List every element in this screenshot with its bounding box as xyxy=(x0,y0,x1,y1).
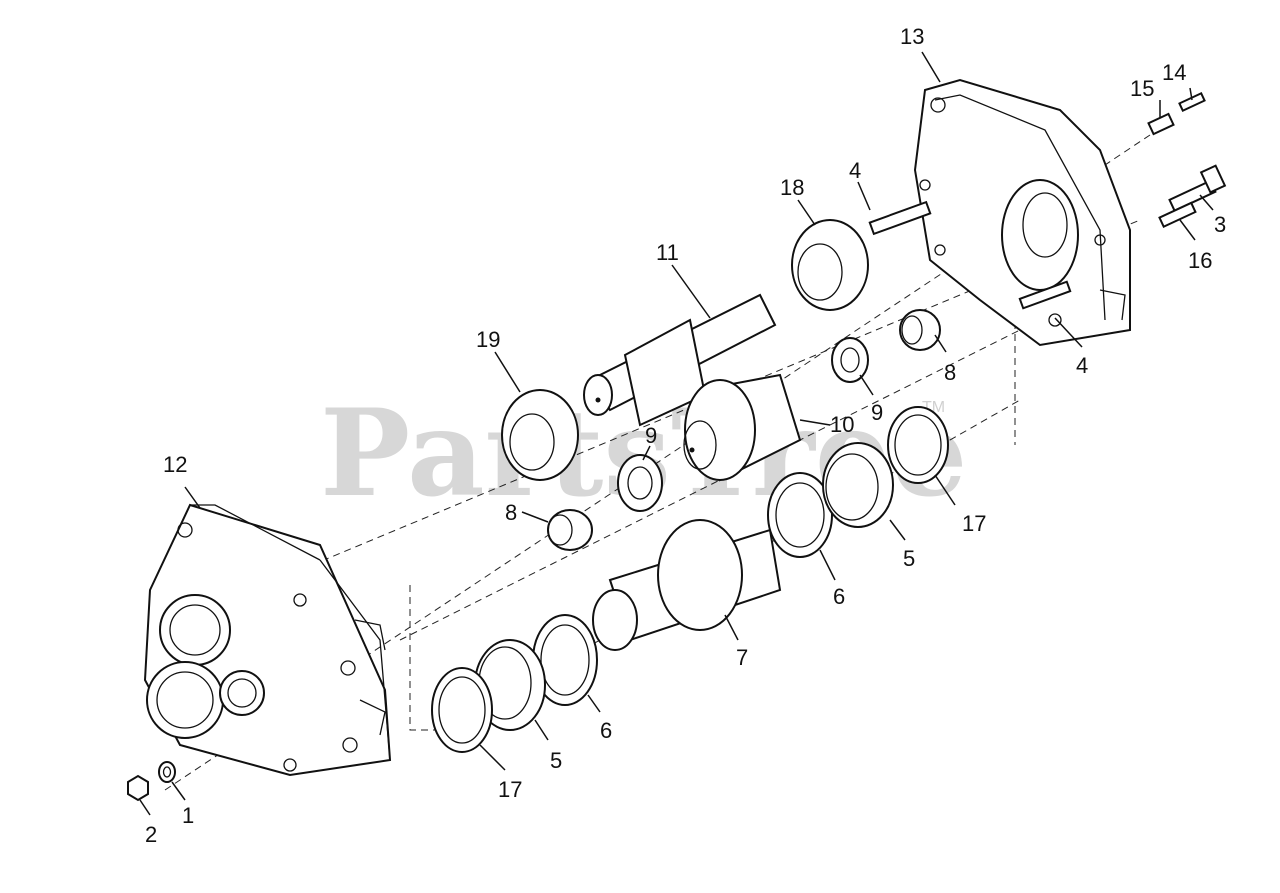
callout-15: 15 xyxy=(1130,76,1154,101)
callout-17-right: 17 xyxy=(962,511,986,536)
callout-17-left: 17 xyxy=(498,777,522,802)
callout-8-left: 8 xyxy=(505,500,517,525)
pin-4-upper xyxy=(868,200,932,236)
callout-11: 11 xyxy=(656,240,679,265)
callout-6-right: 6 xyxy=(833,584,845,609)
callouts: 1 2 3 4 4 5 5 6 6 7 8 8 9 9 10 11 12 13 … xyxy=(145,24,1226,847)
pin-14 xyxy=(1178,91,1206,113)
race-5-right xyxy=(822,442,894,528)
pin-4-lower xyxy=(1018,280,1072,310)
spacer-8-left xyxy=(547,509,593,551)
nut-2 xyxy=(127,774,149,802)
dowel-15 xyxy=(1147,112,1175,136)
seal-17-left xyxy=(431,667,493,753)
callout-5-right: 5 xyxy=(903,546,915,571)
cluster-gear-10 xyxy=(683,373,802,482)
washer-9-right xyxy=(831,337,869,383)
pin-16 xyxy=(1158,201,1197,229)
callout-9-left: 9 xyxy=(645,423,657,448)
spacer-8-right xyxy=(899,309,941,351)
callout-3: 3 xyxy=(1214,212,1226,237)
callout-14: 14 xyxy=(1162,60,1186,85)
main-gear-7 xyxy=(592,519,782,651)
callout-10: 10 xyxy=(830,412,854,437)
bearing-19 xyxy=(501,389,579,481)
callout-9-right: 9 xyxy=(871,400,883,425)
washer-1 xyxy=(158,761,176,783)
callout-13: 13 xyxy=(900,24,924,49)
seal-17-right xyxy=(887,406,949,484)
callout-1: 1 xyxy=(182,803,194,828)
bearing-18 xyxy=(791,219,869,311)
washer-6-right xyxy=(767,472,833,558)
callout-7: 7 xyxy=(736,645,748,670)
callout-2: 2 xyxy=(145,822,157,847)
washer-9-left xyxy=(617,454,663,512)
callout-8-right: 8 xyxy=(944,360,956,385)
callout-6-left: 6 xyxy=(600,718,612,743)
callout-18: 18 xyxy=(780,175,804,200)
callout-4-lower: 4 xyxy=(1076,353,1088,378)
bolt-3 xyxy=(1168,164,1227,213)
callout-4-upper: 4 xyxy=(849,158,861,183)
callout-19: 19 xyxy=(476,327,500,352)
rear-housing xyxy=(913,78,1131,347)
washer-6-left xyxy=(532,614,598,706)
leader-lines xyxy=(139,51,1214,816)
callout-16: 16 xyxy=(1188,248,1212,273)
callout-5-left: 5 xyxy=(550,748,562,773)
callout-12: 12 xyxy=(163,452,187,477)
front-housing xyxy=(143,503,392,777)
